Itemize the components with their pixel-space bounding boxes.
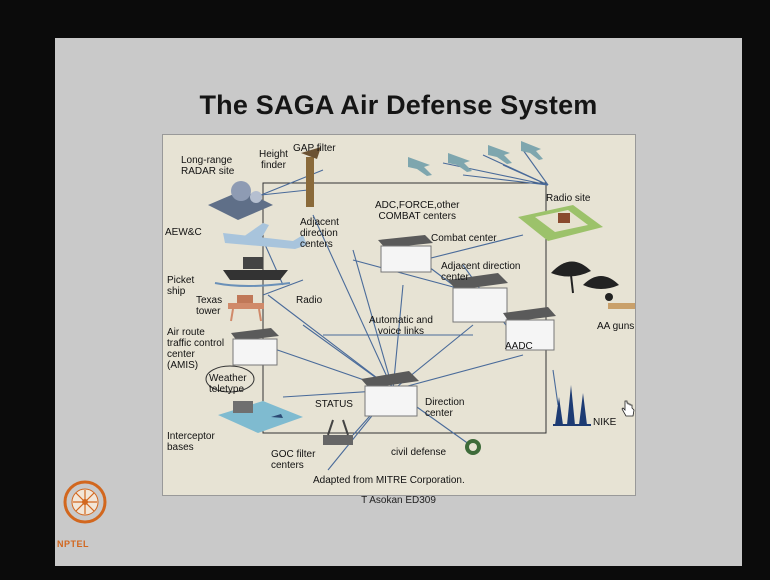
- aircraft-icon: [448, 153, 472, 172]
- label-air-route: Air route traffic control center (AMIS): [167, 327, 225, 371]
- label-weather-teletype: Weather teletype: [209, 373, 247, 395]
- label-goc-filter-centers: GOC filter centers: [271, 449, 316, 471]
- building-aadc: [503, 307, 556, 351]
- slide: The SAGA Air Defense System: [55, 38, 742, 566]
- building-direction-center: [361, 371, 419, 417]
- label-status: STATUS: [315, 399, 353, 410]
- label-credit: Adapted from MITRE Corporation.: [313, 475, 465, 486]
- label-picket-ship: Picket ship: [167, 275, 195, 297]
- label-direction-center: Direction center: [425, 397, 465, 419]
- label-civil-defense: civil defense: [391, 447, 447, 458]
- saga-diagram: Long-range RADAR site Height finder GAP …: [162, 134, 636, 496]
- aircraft-group: [408, 141, 543, 176]
- hand-cursor-icon: [621, 400, 635, 417]
- label-adc-force: ADC,FORCE,other COMBAT centers: [375, 200, 460, 222]
- goc-filter-icon: [323, 419, 353, 445]
- label-gap-filter: GAP filter: [293, 143, 336, 154]
- aa-guns-icon: [605, 293, 635, 309]
- communication-links: [260, 149, 559, 471]
- label-aewc: AEW&C: [165, 227, 202, 238]
- label-aa-guns: AA guns: [597, 321, 635, 332]
- aircraft-icon: [408, 157, 432, 176]
- nike-missiles-icon: [553, 385, 591, 426]
- picket-ship-icon: [214, 257, 291, 287]
- aircraft-icon: [488, 145, 512, 164]
- label-height-finder: Height finder: [259, 149, 288, 171]
- aewc-plane-icon: [223, 233, 307, 249]
- label-combat-center: Combat center: [431, 233, 497, 244]
- interceptor-base-icon: [218, 401, 303, 433]
- label-adjacent-direction-center: Adjacent direction center: [441, 261, 521, 283]
- label-interceptor-bases: Interceptor bases: [167, 431, 215, 453]
- radar-dishes-icon: [551, 261, 619, 294]
- label-radio-site: Radio site: [546, 193, 591, 204]
- label-aadc: AADC: [505, 341, 533, 352]
- building-air-route: [231, 328, 279, 366]
- label-radio: Radio: [296, 295, 323, 306]
- label-adjacent-direction-centers: Adjacent direction centers: [300, 217, 339, 250]
- nptel-logo-text: NPTEL: [57, 539, 90, 549]
- diagram-graphics: [205, 141, 635, 471]
- texas-tower-icon: [228, 295, 264, 322]
- nptel-logo-icon: [63, 480, 107, 524]
- label-nike: NIKE: [593, 417, 617, 428]
- gap-filter-tower-icon: [301, 147, 321, 207]
- building-adjacent-direction-center: [448, 273, 508, 323]
- radio-site-icon: [518, 205, 603, 241]
- label-automatic-voice-links: Automatic and voice links: [369, 315, 433, 337]
- building-adc: [378, 235, 433, 273]
- slide-title: The SAGA Air Defense System: [199, 90, 598, 120]
- weather-teletype-ring: [205, 365, 255, 393]
- radar-site-icon: [208, 181, 273, 220]
- slide-footer: T Asokan ED309: [361, 495, 436, 506]
- civil-defense-emblem-icon: [465, 439, 481, 455]
- label-texas-tower: Texas tower: [196, 295, 223, 317]
- aircraft-icon: [521, 141, 543, 160]
- label-long-range-radar: Long-range RADAR site: [181, 155, 235, 177]
